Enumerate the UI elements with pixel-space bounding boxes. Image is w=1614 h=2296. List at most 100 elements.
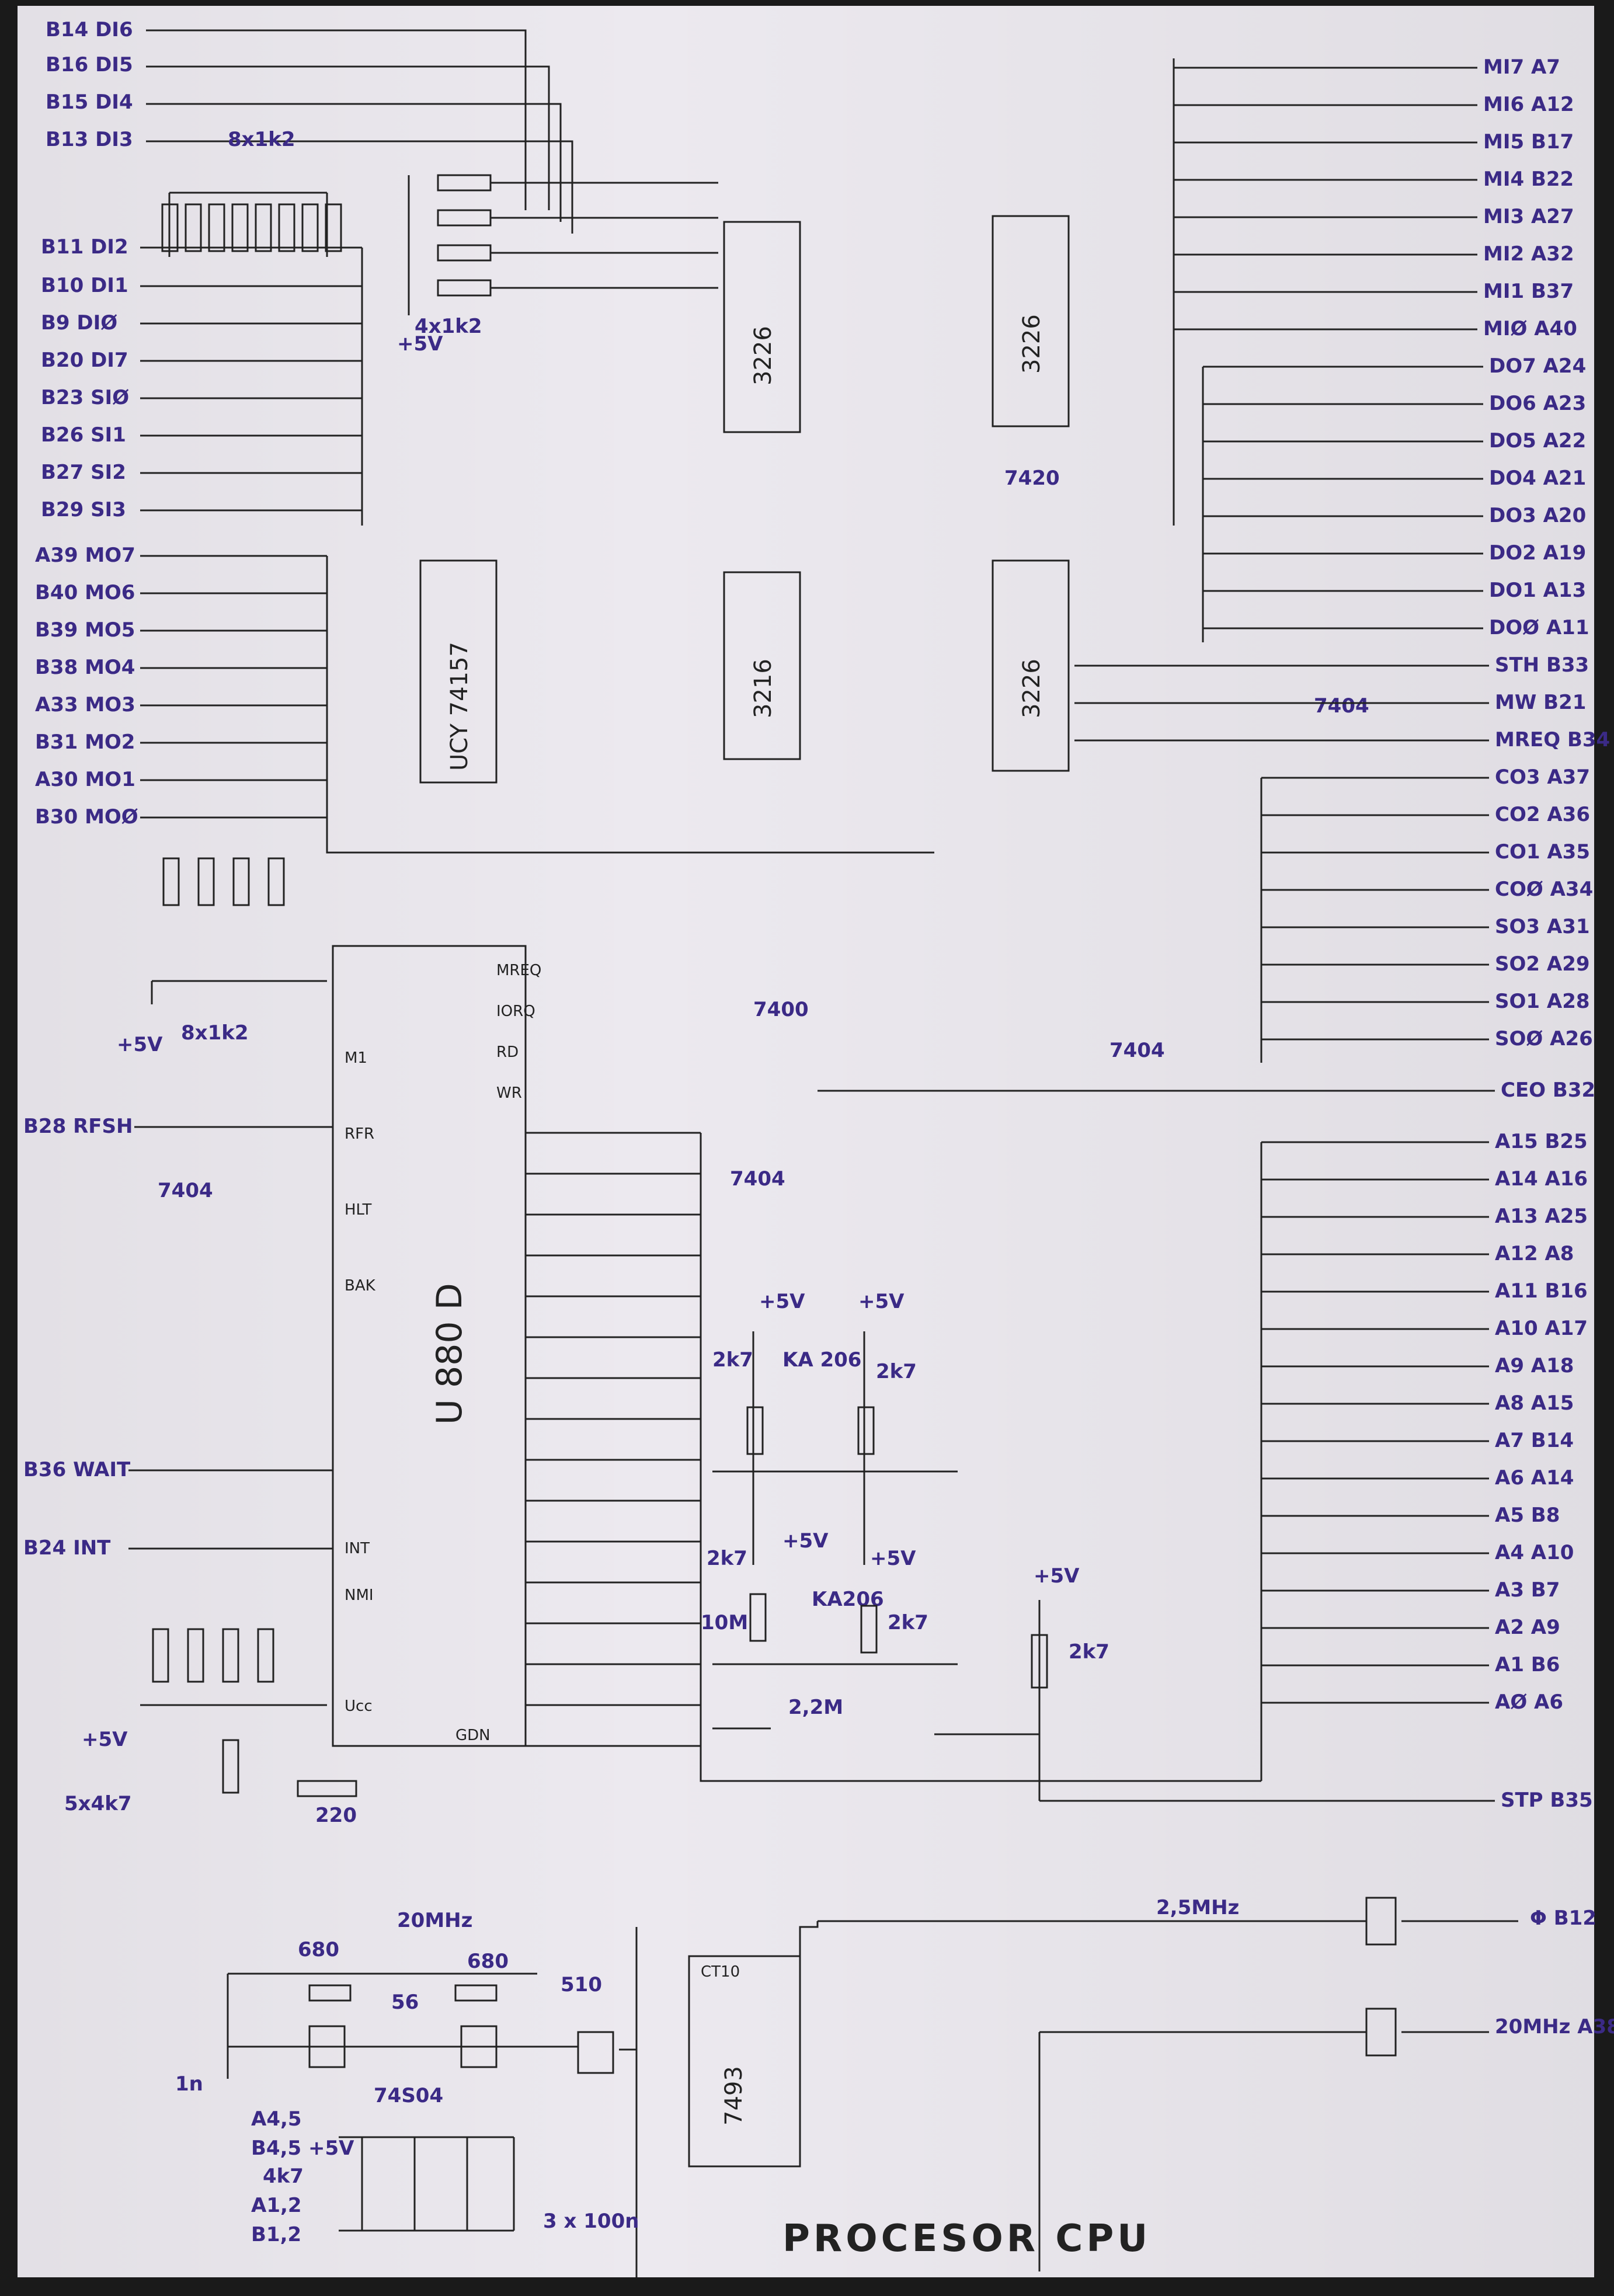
label-2-5mhz: 2,5MHz (1156, 1896, 1239, 1919)
label-addr-15: AØ A6 (1495, 1690, 1563, 1714)
label-coso-2: CO1 A35 (1495, 840, 1590, 864)
label-5x4k7: 5x4k7 (64, 1792, 132, 1815)
label-7400: 7400 (753, 998, 809, 1021)
label-coso-5: SO2 A29 (1495, 952, 1590, 976)
stp-network: +5V 2k7 (934, 1564, 1109, 1801)
label-addr-9: A6 A14 (1495, 1466, 1574, 1490)
resistor-220 (297, 1780, 357, 1797)
chip-3226-b-label: 3226 (1018, 314, 1045, 374)
label-pwr-0: A4,5 (251, 2107, 302, 2131)
chip-3226-a: 3226 (723, 221, 801, 433)
label-680-b: 680 (467, 1950, 509, 1973)
cpu-pin-hlt: HLT (345, 1201, 371, 1219)
clk-gates (818, 1897, 1518, 2271)
label-left-in-1: B16 DI5 (46, 53, 133, 76)
cpu-pin-rd: RD (496, 1043, 519, 1061)
label-5v-b: +5V (117, 1033, 163, 1056)
label-do-4: DO3 A20 (1489, 504, 1586, 527)
label-ka206-a: KA 206 (782, 1348, 861, 1372)
label-left-in2-6: B27 SI2 (41, 461, 126, 484)
label-mo-6: A30 MO1 (35, 768, 135, 791)
chip-3226-c: 3226 (992, 559, 1070, 772)
label-8x1k2-bottom: 8x1k2 (181, 1021, 249, 1045)
cpu-pin-bak: BAK (345, 1277, 376, 1295)
delay-network-b: +5V +5V 2k7 KA206 10M 2k7 2,2M (701, 1529, 958, 1730)
label-220: 220 (315, 1804, 357, 1827)
label-clk-20m: 20MHz A38 (1495, 2015, 1614, 2038)
label-3x100n: 3 x 100n (543, 2210, 639, 2233)
label-coso-4: SO3 A31 (1495, 915, 1590, 938)
label-7404-addr: 7404 (730, 1167, 785, 1191)
label-2k7-d: 2k7 (888, 1611, 928, 1634)
label-addr-4: A11 B16 (1495, 1279, 1588, 1303)
label-do-0: DO7 A24 (1489, 354, 1586, 378)
label-mo-5: B31 MO2 (35, 730, 135, 754)
label-mo-7: B30 MOØ (35, 805, 138, 829)
label-stp: STP B35 (1501, 1789, 1593, 1812)
left-top-inputs2: B11 DI2 B10 DI1 B9 DIØ B20 DI7 B23 SIØ B… (41, 235, 363, 526)
label-mi-2: MI5 B17 (1483, 130, 1574, 154)
label-do-7: DOØ A11 (1489, 616, 1589, 639)
chip-u880d-label: U 880 D (429, 1283, 470, 1425)
wire-misc-left (128, 1126, 333, 1550)
label-addr-11: A4 A10 (1495, 1541, 1574, 1564)
label-left-in2-1: B10 DI1 (41, 274, 128, 297)
label-1n: 1n (175, 2072, 203, 2096)
label-mi-7: MIØ A40 (1483, 317, 1577, 340)
label-left-in2-3: B20 DI7 (41, 349, 128, 372)
label-mi-3: MI4 B22 (1483, 168, 1574, 191)
label-addr-2: A13 A25 (1495, 1205, 1588, 1228)
label-510: 510 (561, 1973, 602, 1996)
label-74s04: 74S04 (374, 2084, 443, 2107)
label-ct10: CT10 (701, 1963, 740, 1981)
cpu-pin-int: INT (345, 1540, 370, 1557)
label-addr-7: A8 A15 (1495, 1391, 1574, 1415)
label-5v-c: +5V (82, 1728, 128, 1751)
left-top-inputs: B14 DI6 B16 DI5 B15 DI4 B13 DI3 (46, 18, 573, 234)
chip-3226-a-label: 3226 (750, 326, 777, 385)
label-5v-f: +5V (782, 1529, 829, 1553)
cpu-pin-iorq: IORQ (496, 1003, 535, 1020)
label-addr-5: A10 A17 (1495, 1317, 1588, 1340)
label-5v-h: +5V (1034, 1564, 1080, 1588)
label-rfsh: B28 RFSH (23, 1115, 133, 1138)
chip-u880d: U 880 D M1 RFR HLT BAK INT NMI Ucc GDN M… (332, 945, 541, 1747)
label-7404-rfsh: 7404 (158, 1179, 213, 1202)
cpu-pin-ucc: Ucc (345, 1697, 373, 1715)
label-left-in2-0: B11 DI2 (41, 235, 128, 259)
cpu-pin-nmi: NMI (345, 1587, 374, 1604)
label-7404-right: 7404 (1109, 1039, 1165, 1062)
label-do-3: DO4 A21 (1489, 467, 1586, 490)
label-5v-g: +5V (870, 1547, 916, 1570)
label-10m: 10M (701, 1611, 748, 1634)
label-2k7-b: 2k7 (876, 1360, 917, 1383)
label-addr-14: A1 B6 (1495, 1653, 1560, 1676)
label-addr-8: A7 B14 (1495, 1429, 1574, 1452)
cpu-pin-gdn: GDN (455, 1727, 491, 1744)
chip-3226-c-label: 3226 (1018, 659, 1045, 718)
label-2k7-a: 2k7 (712, 1348, 753, 1372)
label-pwr-3: A1,2 (251, 2194, 302, 2217)
label-mi-1: MI6 A12 (1483, 93, 1574, 116)
label-mi-0: MI7 A7 (1483, 55, 1560, 79)
label-ceo: CEO B32 (1501, 1079, 1595, 1102)
cpu-pin-wr: WR (496, 1084, 522, 1102)
label-mi-6: MI1 B37 (1483, 280, 1574, 303)
chip-7493-label: 7493 (721, 2066, 747, 2125)
label-20mhz: 20MHz (397, 1909, 472, 1932)
label-int: B24 INT (23, 1536, 111, 1560)
label-addr-13: A2 A9 (1495, 1616, 1560, 1639)
label-wait: B36 WAIT (23, 1458, 131, 1481)
label-mo-3: B38 MO4 (35, 656, 135, 679)
page-title: PROCESOR CPU (782, 2217, 1151, 2260)
label-coso-6: SO1 A28 (1495, 990, 1590, 1013)
label-ctrl-0: STH B33 (1495, 653, 1589, 677)
label-2k7-c: 2k7 (707, 1547, 747, 1570)
label-coso-3: COØ A34 (1495, 878, 1593, 901)
label-left-in2-4: B23 SIØ (41, 386, 129, 409)
right-addr: A15 B25 A14 A16 A13 A25 A12 A8 A11 B16 A… (1260, 1130, 1588, 1781)
label-56: 56 (391, 1991, 419, 2014)
label-coso-0: CO3 A37 (1495, 766, 1590, 789)
label-mo-4: A33 MO3 (35, 693, 135, 716)
label-ka206-b: KA206 (812, 1588, 884, 1611)
